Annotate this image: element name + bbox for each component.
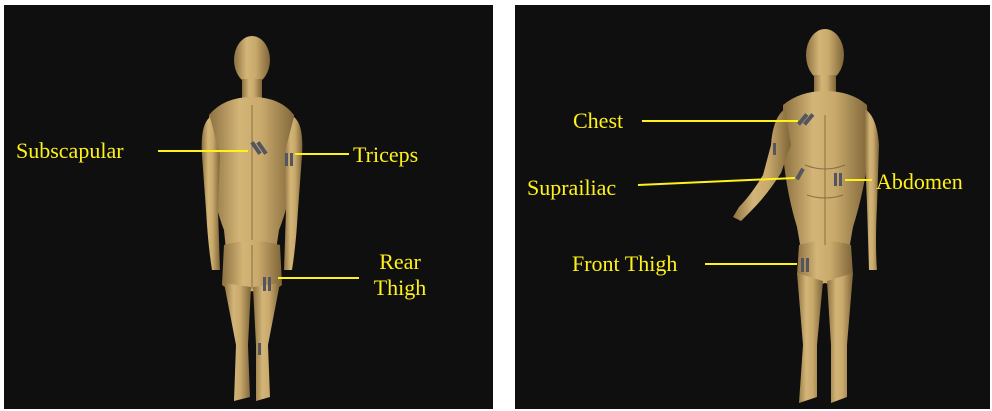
- subscapular-label: Subscapular: [16, 138, 124, 164]
- electrode-front-thigh: [806, 258, 809, 272]
- electrode-front-thigh: [801, 258, 804, 272]
- electrode-rear-thigh: [263, 277, 266, 291]
- electrode-calf: [258, 343, 261, 355]
- chest-label: Chest: [573, 108, 623, 134]
- front-view-figure: [515, 5, 990, 409]
- abdomen-label: Abdomen: [876, 169, 963, 195]
- front-body-silhouette: [733, 29, 879, 403]
- electrode-triceps: [285, 153, 288, 166]
- back-view-figure: [4, 5, 493, 409]
- electrode-triceps: [290, 153, 293, 166]
- triceps-label: Triceps: [353, 142, 418, 168]
- front-view-panel: Chest Suprailiac Abdomen Front Thigh: [515, 5, 990, 409]
- front-thigh-label: Front Thigh: [572, 251, 677, 277]
- back-view-panel: Subscapular Triceps Rear Thigh: [4, 5, 493, 409]
- electrode-arm: [773, 143, 776, 155]
- rear-thigh-label-line1: Rear: [362, 249, 438, 275]
- rear-thigh-label-line2: Thigh: [362, 275, 438, 301]
- suprailiac-label: Suprailiac: [527, 175, 616, 201]
- electrode-rear-thigh: [268, 277, 271, 291]
- electrode-abdomen: [834, 173, 837, 186]
- electrode-abdomen: [839, 173, 842, 186]
- rear-thigh-label: Rear Thigh: [362, 249, 438, 301]
